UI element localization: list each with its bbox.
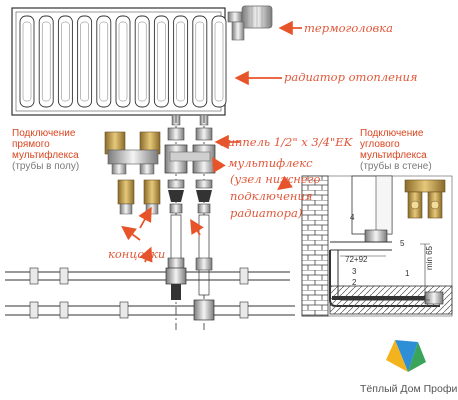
radiator-panel (11, 7, 227, 116)
straight-note: (трубы в полу) (12, 161, 80, 172)
radiator-fin-inner (118, 21, 128, 102)
label-multiflex-1: мультифлекс (228, 156, 313, 170)
straight-line-2: прямого (12, 139, 50, 150)
angled-note: (трубы в стене) (360, 161, 432, 172)
pipe-joint (239, 301, 249, 319)
radiator-fins (19, 15, 227, 108)
pipe-joint (29, 301, 39, 319)
pipe-joint (59, 301, 69, 319)
label-nipple: ниппель 1/2" x 3/4"EK (220, 135, 353, 149)
radiator-fin (211, 15, 227, 108)
radiator-fin (19, 15, 35, 108)
angled-multiflex-image (404, 179, 446, 219)
radiator-fin-inner (41, 21, 51, 102)
thermal-head-icon (227, 5, 273, 41)
radiator-fin (96, 15, 112, 108)
radiator-fin (153, 15, 169, 108)
radiator-fin-inner (195, 21, 205, 102)
straight-multiflex-image (104, 131, 161, 215)
detail-number-4: 4 (350, 213, 355, 222)
straight-line-1: Подключение (12, 128, 76, 139)
radiator-fin-inner (137, 21, 147, 102)
detail-dimension-height: min 65 (425, 245, 434, 270)
detail-dimension-width: 72+92 (345, 255, 368, 264)
radiator-fin (77, 15, 93, 108)
detail-number-3: 3 (352, 267, 357, 276)
detail-number-2: 2 (352, 278, 357, 287)
radiator-fin-inner (22, 21, 32, 102)
radiator-fin-inner (157, 21, 166, 102)
pipe-joint (29, 267, 39, 285)
radiator-fin (173, 15, 189, 108)
straight-multiflex-caption: Подключение прямого мультифлекса (трубы … (12, 128, 79, 172)
radiator-fin-inner (80, 21, 89, 102)
radiator-fin (57, 15, 73, 108)
label-multiflex-4: радиатора) (230, 206, 303, 220)
angled-line-1: Подключение (360, 128, 424, 139)
label-radiator: радиатор отопления (284, 70, 418, 84)
pipe-joint (239, 267, 249, 285)
multiflex-unit (164, 144, 216, 174)
floor-pipes (5, 267, 295, 321)
angled-line-3: мультифлекса (360, 150, 427, 161)
radiator-fin-inner (214, 21, 224, 102)
label-thermal-head: термоголовка (304, 21, 393, 35)
radiator-fin-inner (176, 21, 185, 102)
brand-name: Тёплый Дом Профи (360, 383, 458, 395)
radiator-fin (134, 15, 150, 108)
angled-line-2: углового (360, 139, 400, 150)
detail-number-5: 5 (400, 239, 405, 248)
label-end-fittings: концовки (108, 247, 166, 261)
radiator-fin (38, 15, 54, 108)
wall-installation-detail (301, 175, 453, 317)
callout-arrows (121, 20, 302, 263)
brand-logo (386, 340, 426, 372)
end-fittings (167, 179, 213, 214)
angled-multiflex-caption: Подключение углового мультифлекса (трубы… (360, 128, 432, 172)
label-multiflex-2: (узел нижнего (230, 172, 321, 186)
pipe-joint (119, 301, 129, 319)
radiator-fin-inner (61, 21, 70, 102)
radiator-fin (115, 15, 131, 108)
radiator-fin (192, 15, 208, 108)
pipe-joint (59, 267, 69, 285)
label-multiflex-3: подключения (230, 189, 313, 203)
straight-line-3: мультифлекса (12, 150, 79, 161)
radiator-fin-inner (99, 21, 109, 102)
detail-number-1: 1 (405, 269, 410, 278)
nipple-pair (167, 127, 213, 141)
